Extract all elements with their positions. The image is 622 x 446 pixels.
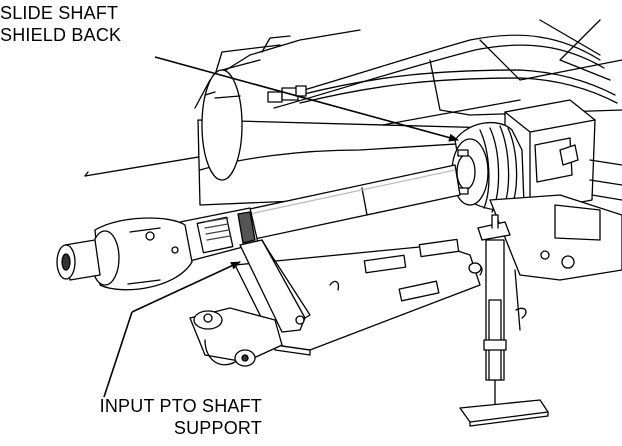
callout-support-line1: INPUT PTO SHAFT: [99, 396, 262, 416]
pto-shaft-front-guard: [179, 207, 259, 263]
callout-slide-line1: SLIDE SHAFT: [0, 3, 119, 23]
callout-support-line2: SUPPORT: [173, 418, 262, 438]
machine-frame-background: [84, 19, 622, 177]
slide-shaft-leader-line: [154, 56, 459, 142]
callout-slide-line2: SHIELD BACK: [0, 25, 122, 45]
clevis-hitch: [189, 307, 283, 367]
input-pto-shaft-support: [239, 239, 311, 333]
callout-input-pto-shaft-support: INPUT PTO SHAFT SUPPORT: [84, 395, 262, 439]
input-support-leader-line-2: [131, 261, 241, 313]
callout-slide-shaft-shield-back: SLIDE SHAFT SHIELD BACK: [0, 2, 121, 46]
jack-stand: [459, 214, 549, 427]
pto-yoke-coupler: [56, 217, 193, 291]
slide-shaft-shield-back: [451, 121, 525, 213]
hydraulic-fittings: [267, 85, 307, 103]
input-support-leader-line: [103, 311, 133, 398]
chassis-right: [489, 194, 622, 331]
